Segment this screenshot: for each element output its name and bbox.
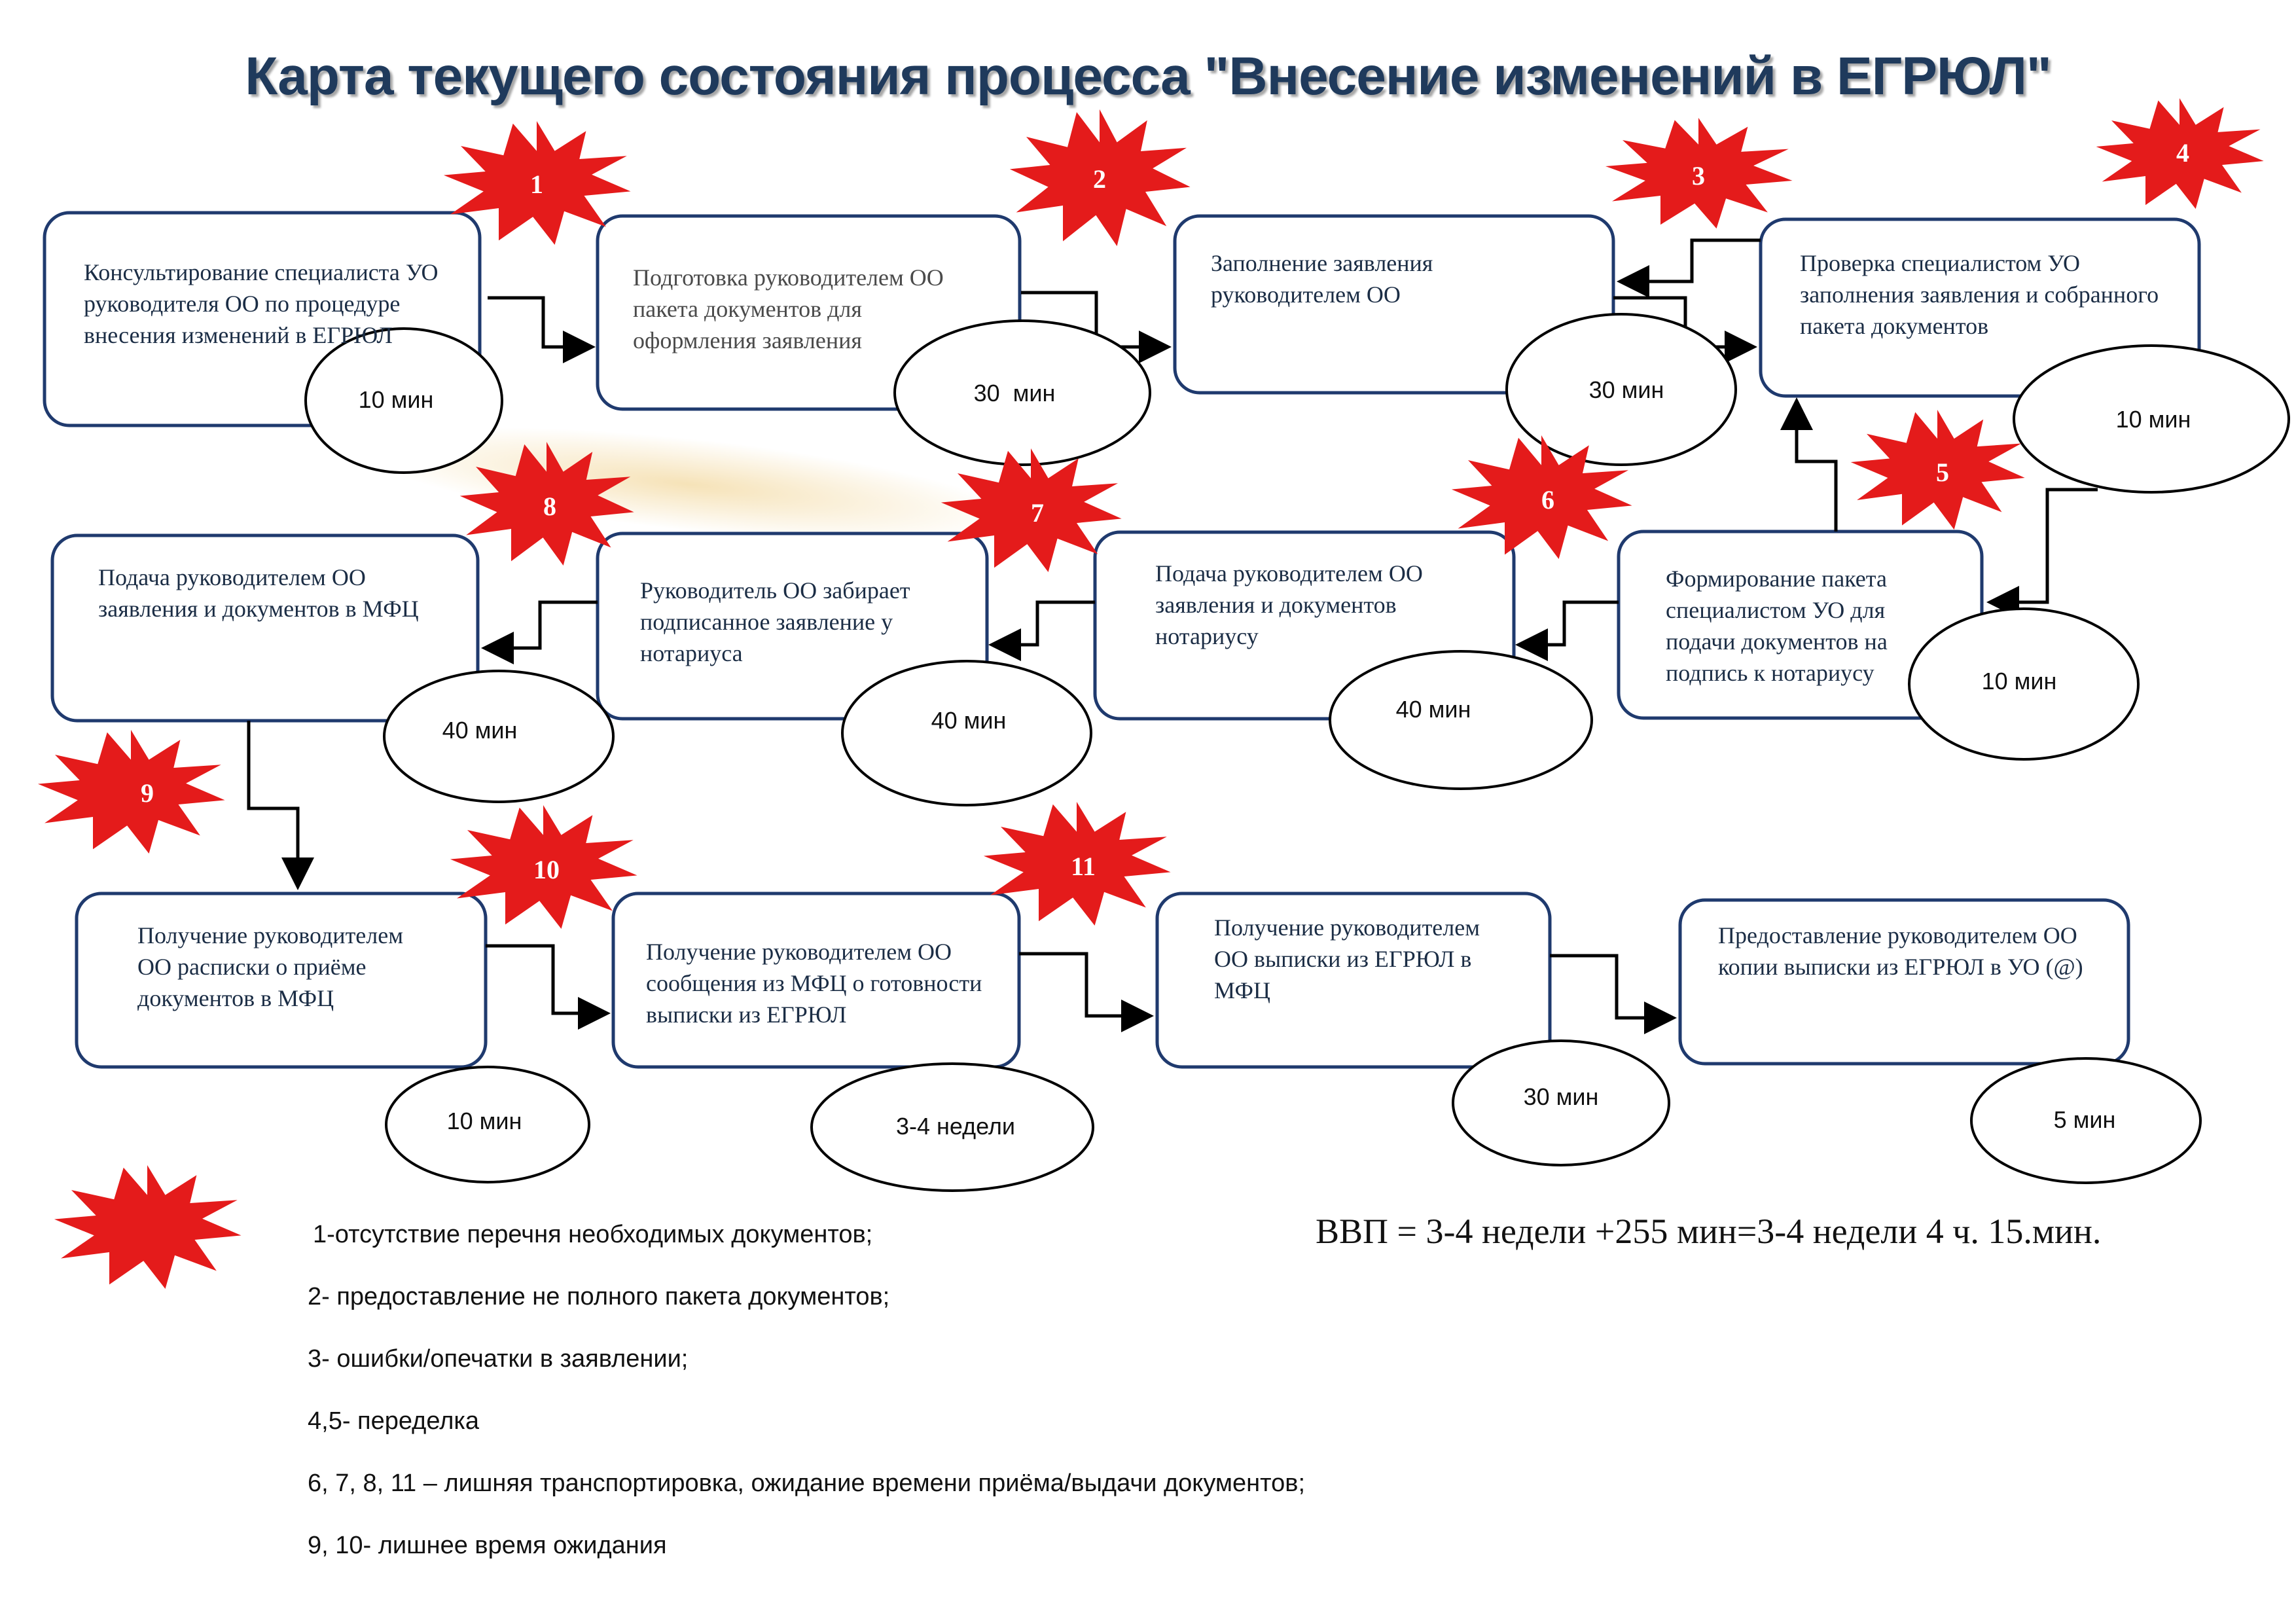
time-oval-8 xyxy=(383,670,615,803)
step-text-11: Получение руководителем ОО сообщения из … xyxy=(646,939,982,1028)
total-lead-time: ВВП = 3-4 недели +255 мин=3-4 недели 4 ч… xyxy=(1316,1212,2102,1251)
problem-star-5 xyxy=(1850,410,2025,530)
step-box-8 xyxy=(50,533,480,723)
problem-number-6: 6 xyxy=(1541,485,1554,514)
time-label-8: 40 мин xyxy=(442,717,518,744)
step-text-8: Подача руководителем ОО заявления и доку… xyxy=(98,564,419,622)
arrow-8-10 xyxy=(247,721,314,890)
step-box-11 xyxy=(611,892,1021,1069)
arrow-5-4-up xyxy=(1780,397,1838,532)
step-text-13: Предоставление руководителем ОО копии вы… xyxy=(1718,922,2083,980)
time-ovals xyxy=(304,313,2290,1192)
time-label-3: 30 мин xyxy=(1588,376,1664,403)
step-box-13 xyxy=(1678,898,2130,1066)
problem-star-11 xyxy=(983,802,1171,926)
time-oval-11 xyxy=(810,1062,1094,1192)
problem-star-4 xyxy=(2096,98,2264,209)
step-text-12: Получение руководителем ОО выписки из ЕГ… xyxy=(1214,914,1480,1003)
time-oval-1 xyxy=(304,327,503,474)
step-text-5: Формирование пакета специалистом УО для … xyxy=(1666,566,1888,686)
time-oval-12 xyxy=(1452,1039,1670,1166)
legend-star xyxy=(54,1165,242,1290)
problem-star-2 xyxy=(1009,109,1191,246)
step-box-10 xyxy=(75,892,488,1069)
problem-number-3: 3 xyxy=(1692,161,1705,190)
arrow-11-12 xyxy=(1019,952,1154,1032)
legend-item-6: 9, 10- лишнее время ожидания xyxy=(308,1532,667,1559)
arrow-12-13 xyxy=(1550,954,1677,1034)
step-text-6: Подача руководителем ОО заявления и доку… xyxy=(1155,560,1423,649)
time-oval-10 xyxy=(385,1066,590,1183)
problem-star-7 xyxy=(941,448,1122,573)
arrow-2-3 xyxy=(1021,291,1172,363)
step-text-2: Подготовка руководителем ОО пакета докум… xyxy=(633,264,944,353)
time-oval-6 xyxy=(1329,650,1593,790)
arrow-10-11 xyxy=(486,944,611,1030)
problem-number-11: 11 xyxy=(1071,852,1096,881)
step-text-1: Консультирование специалиста УО руководи… xyxy=(84,259,439,348)
problem-number-10: 10 xyxy=(533,855,560,884)
time-label-11: 3-4 недели xyxy=(895,1113,1016,1140)
problem-star-8 xyxy=(459,442,634,566)
legend-item-3: 3- ошибки/опечатки в заявлении; xyxy=(308,1345,689,1373)
time-oval-7 xyxy=(841,660,1092,806)
time-label-12: 30 мин xyxy=(1523,1083,1599,1110)
problem-number-7: 7 xyxy=(1031,498,1044,528)
problem-star-3 xyxy=(1605,118,1793,229)
time-label-13: 5 мин xyxy=(2053,1106,2116,1133)
time-label-6: 40 мин xyxy=(1395,696,1471,723)
step-text-3: Заполнение заявления руководителем ОО xyxy=(1211,250,1433,308)
arrow-6-7 xyxy=(988,600,1095,661)
arrow-4-3-return xyxy=(1617,238,1761,298)
time-label-10: 10 мин xyxy=(446,1108,522,1134)
step-text-10: Получение руководителем ОО расписки о пр… xyxy=(137,922,404,1011)
problem-number-8: 8 xyxy=(543,492,556,521)
legend-item-4: 4,5- переделка xyxy=(308,1407,479,1435)
flow-arrows xyxy=(247,238,2098,1034)
time-oval-4 xyxy=(2013,344,2290,494)
arrow-7-8 xyxy=(481,600,598,664)
step-box-7 xyxy=(596,532,989,721)
step-text-4: Проверка специалистом УО заполнения заяв… xyxy=(1800,250,2159,339)
time-oval-5 xyxy=(1908,607,2140,761)
time-oval-3 xyxy=(1505,313,1737,466)
legend-item-2: 2- предоставление не полного пакета доку… xyxy=(308,1283,890,1310)
time-label-1: 10 мин xyxy=(358,386,434,413)
problem-stars xyxy=(37,98,2264,1290)
page-title: Карта текущего состояния процесса "Внесе… xyxy=(245,46,2052,106)
step-box-12 xyxy=(1155,892,1552,1069)
problem-number-4: 4 xyxy=(2176,138,2189,168)
arrow-oval-5 xyxy=(1986,488,2098,619)
problem-star-9 xyxy=(37,730,225,854)
step-text-7: Руководитель ОО забирает подписанное зая… xyxy=(640,577,910,666)
time-oval-2 xyxy=(893,319,1151,466)
problem-star-6 xyxy=(1451,435,1632,560)
arrow-1-2 xyxy=(488,296,596,363)
problem-number-2: 2 xyxy=(1093,164,1106,194)
arrow-5-6 xyxy=(1515,600,1619,661)
time-oval-13 xyxy=(1970,1057,2202,1184)
problem-star-1 xyxy=(443,121,631,245)
step-box-4 xyxy=(1759,217,2201,398)
legend-item-5: 6, 7, 8, 11 – лишняя транспортировка, ож… xyxy=(308,1470,1306,1497)
step-box-3 xyxy=(1173,214,1615,395)
time-label-4: 10 мин xyxy=(2115,406,2191,433)
problem-number-5: 5 xyxy=(1936,458,1949,487)
arrow-3-4 xyxy=(1613,296,1757,363)
problem-star-10 xyxy=(450,805,637,929)
problem-number-1: 1 xyxy=(530,170,543,199)
time-label-2: 30 мин xyxy=(973,380,1056,406)
problem-number-9: 9 xyxy=(141,778,154,808)
time-label-7: 40 мин xyxy=(931,707,1007,734)
legend-item-1: 1-отсутствие перечня необходимых докумен… xyxy=(313,1221,873,1248)
time-label-5: 10 мин xyxy=(1981,668,2057,695)
